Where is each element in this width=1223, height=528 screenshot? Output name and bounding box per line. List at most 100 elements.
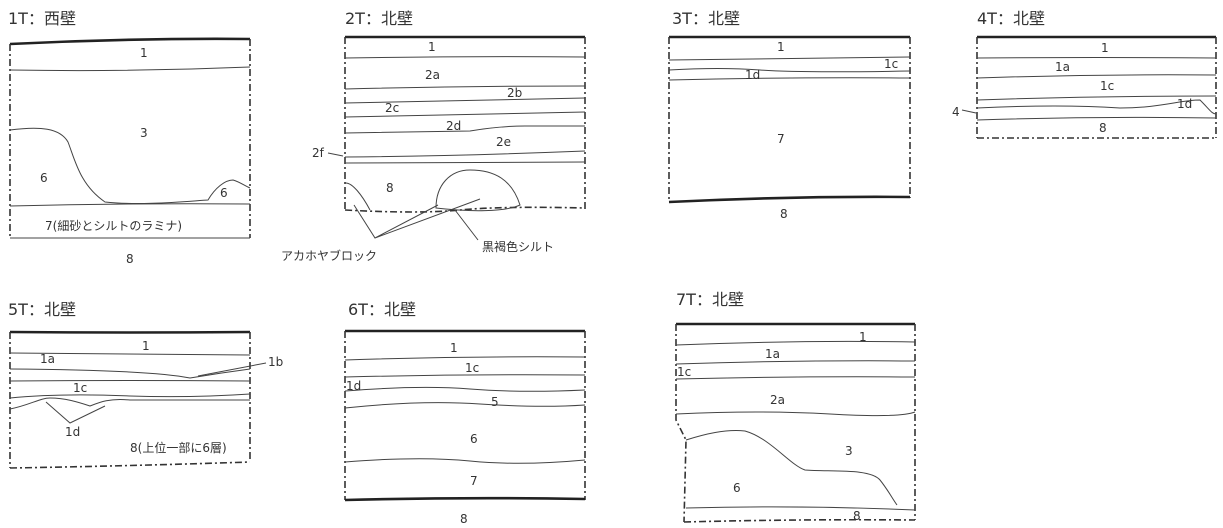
layer-label: 3 [140, 126, 148, 140]
layer-label: 7(細砂とシルトのラミナ) [45, 219, 182, 233]
layer-label: 1a [765, 347, 780, 361]
layer-label: 1a [40, 352, 55, 366]
section-3t-title: 3T：北壁 [672, 9, 740, 28]
surface-line [9, 330, 251, 334]
layer-label: 8 [780, 207, 788, 221]
layer-label: 2f [312, 146, 325, 160]
section-1t: 1T：西壁 1 3 6 6 7(細砂とシルトのラミナ) 8 [8, 9, 251, 266]
annotation-leader [961, 109, 977, 114]
layer-label: 8 [126, 252, 134, 266]
layer-boundary [675, 376, 916, 380]
layer-boundary [9, 66, 251, 72]
layer-label: 2a [425, 68, 440, 82]
layer-label: 8 [460, 512, 468, 526]
layer-boundary [668, 56, 911, 61]
layer-boundary [344, 161, 586, 164]
layer-label: 1 [450, 341, 458, 355]
section-6t: 6T：北壁 1 1c 1d 5 6 7 8 [344, 300, 586, 526]
layer-label: 8 [853, 509, 861, 523]
layer-label: 1c [884, 57, 898, 71]
layer-boundary [344, 386, 586, 392]
section-7t: 7T：北壁 1 1a 1c 2a 3 6 8 [675, 290, 916, 523]
dark-silt-label: 黒褐色シルト [482, 239, 554, 254]
layer-label: 1d [346, 379, 361, 393]
layer-label: 8(上位一部に6層) [130, 440, 227, 455]
layer-boundary [9, 393, 251, 399]
layer-boundary [344, 97, 586, 104]
section-7t-title: 7T：北壁 [676, 290, 744, 309]
layer-label: 1d [65, 425, 80, 439]
layer-boundary [675, 411, 916, 417]
layer-boundary [344, 56, 586, 59]
layer-label: 4 [952, 105, 960, 119]
layer-label: 2b [507, 86, 522, 100]
layer-label: 1 [140, 46, 148, 60]
section-walls [668, 37, 911, 202]
layer-boundary [9, 127, 251, 205]
layer-boundary [344, 458, 586, 464]
layer-boundary [976, 116, 1217, 121]
layer-boundary [675, 340, 916, 346]
layer-boundary [976, 99, 1217, 115]
layer-boundary [976, 57, 1217, 59]
section-bottom [344, 496, 586, 502]
layer-label: 1 [777, 40, 785, 54]
layer-boundary [344, 374, 586, 378]
layer-boundary [668, 68, 911, 73]
layer-boundary [344, 150, 586, 158]
layer-boundary [9, 203, 251, 207]
section-walls [344, 331, 586, 500]
layer-label: 8 [386, 181, 394, 195]
layer-label: 6 [40, 171, 48, 185]
dark-silt-lens [435, 169, 521, 212]
layer-boundary [668, 77, 911, 81]
layer-boundary [344, 85, 586, 90]
section-walls [9, 332, 251, 469]
layer-boundary [976, 95, 1217, 101]
layer-label: 6 [470, 432, 478, 446]
section-5t-title: 5T：北壁 [8, 300, 76, 319]
layer-label: 6 [220, 186, 228, 200]
section-4t-title: 4T：北壁 [977, 9, 1045, 28]
layer-label: 2d [446, 119, 461, 133]
layer-label: 1c [465, 361, 479, 375]
surface-line [9, 37, 251, 46]
layer-label: 1 [142, 339, 150, 353]
layer-boundary [9, 397, 250, 410]
layer-label: 1c [1100, 79, 1114, 93]
layer-boundary [675, 360, 916, 365]
section-6t-title: 6T：北壁 [348, 300, 416, 319]
annotation-leader [327, 152, 344, 157]
section-2t: 2T：北壁 1 2a 2b 2c 2d 2e 2f 8 アカホヤブロック 黒褐色… [281, 9, 586, 263]
layer-label: 5 [491, 395, 499, 409]
section-1t-title: 1T：西壁 [8, 9, 76, 28]
layer-label: 1b [268, 355, 283, 369]
layer-label: 1 [428, 40, 436, 54]
layer-label: 6 [733, 481, 741, 495]
layer-label: 7 [470, 474, 478, 488]
layer-boundary [9, 352, 251, 356]
layer-label: 2e [496, 135, 511, 149]
layer-label: 1c [73, 381, 87, 395]
layer-boundary [976, 74, 1217, 79]
layer-boundary [344, 402, 586, 409]
layer-label: 2a [770, 393, 785, 407]
layer-boundary [9, 380, 251, 382]
section-walls [344, 37, 586, 213]
layer-label: 3 [845, 444, 853, 458]
layer-label: 1d [1177, 97, 1192, 111]
annotation-leader [197, 362, 267, 377]
annotation-leaders [45, 401, 106, 424]
annotation-leaders [353, 198, 481, 241]
section-3t: 3T：北壁 1 1c 1d 7 8 [668, 9, 911, 221]
akahoya-block-label: アカホヤブロック [281, 248, 377, 263]
layer-label: 1d [745, 68, 760, 82]
layer-boundary [344, 111, 586, 118]
section-2t-title: 2T：北壁 [345, 9, 413, 28]
layer-label: 2c [385, 101, 399, 115]
section-walls [675, 324, 916, 523]
layer-label: 1c [677, 365, 691, 379]
akahoya-block [344, 182, 371, 211]
layer-boundary [344, 125, 585, 134]
